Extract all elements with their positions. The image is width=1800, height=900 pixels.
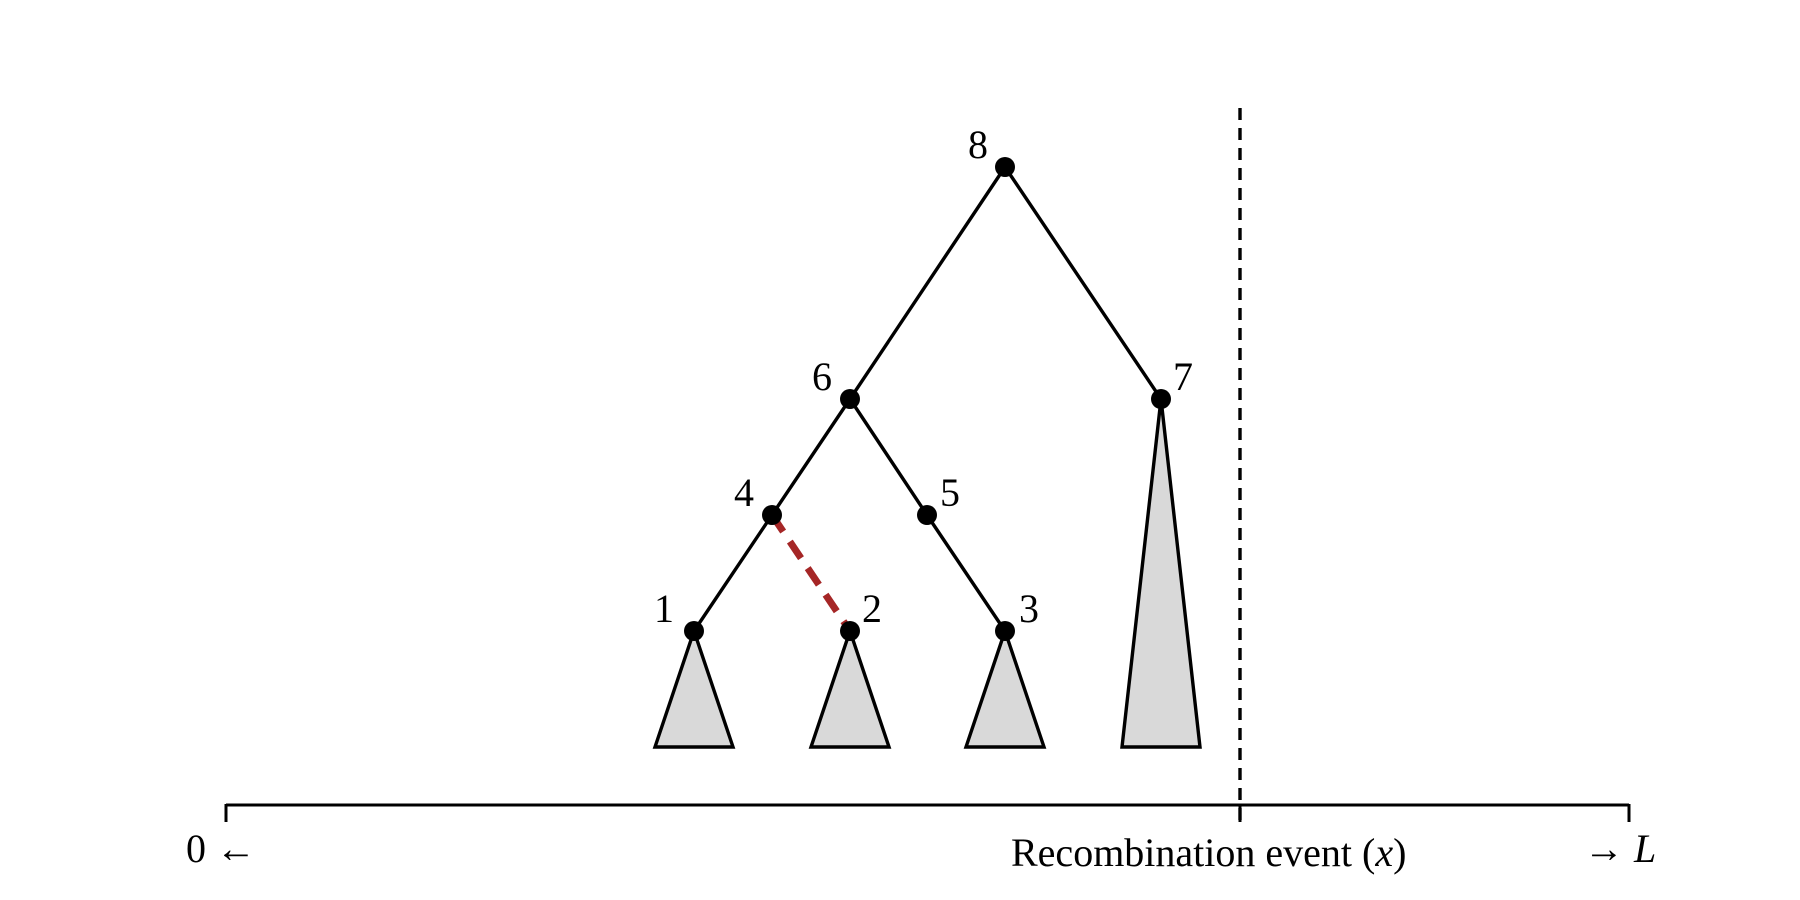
node-label-3: 3 bbox=[1019, 586, 1039, 631]
node-7 bbox=[1151, 389, 1171, 409]
tree-nodes bbox=[684, 157, 1171, 641]
subtrees bbox=[652, 398, 1202, 749]
event-label-var: x bbox=[1374, 830, 1393, 875]
edge-8-6 bbox=[848, 165, 1007, 401]
edge-4-1 bbox=[692, 513, 774, 633]
node-6 bbox=[840, 389, 860, 409]
axis-right-label: →L bbox=[1584, 826, 1656, 871]
node-8 bbox=[995, 157, 1015, 177]
axis-right-arrow: → bbox=[1584, 826, 1624, 871]
node-label-8: 8 bbox=[968, 122, 988, 167]
edge-6-4 bbox=[770, 397, 852, 517]
node-label-4: 4 bbox=[734, 470, 754, 515]
edge-5-3 bbox=[925, 513, 1007, 633]
node-label-6: 6 bbox=[812, 354, 832, 399]
edge-4-2-highlighted bbox=[769, 513, 853, 633]
node-3 bbox=[995, 621, 1015, 641]
node-label-7: 7 bbox=[1173, 354, 1193, 399]
subtree-below-3 bbox=[963, 625, 1047, 749]
node-label-1: 1 bbox=[654, 586, 674, 631]
axis-left-label: 0 ← bbox=[186, 826, 256, 871]
genome-axis: 0 ← →L Recombination event (x) bbox=[186, 803, 1656, 875]
node-4 bbox=[762, 505, 782, 525]
subtree-below-7 bbox=[1120, 398, 1202, 749]
tree-edges bbox=[692, 165, 1163, 633]
node-label-2: 2 bbox=[862, 586, 882, 631]
node-2 bbox=[840, 621, 860, 641]
subtree-below-1 bbox=[652, 625, 736, 749]
node-5 bbox=[917, 505, 937, 525]
event-label-end: ) bbox=[1393, 830, 1406, 875]
node-labels: 8 6 7 4 5 1 2 3 bbox=[654, 122, 1193, 631]
subtree-below-2 bbox=[808, 625, 892, 749]
edge-8-7 bbox=[1003, 165, 1163, 401]
event-label-main: Recombination event ( bbox=[1011, 830, 1375, 875]
node-label-5: 5 bbox=[940, 470, 960, 515]
node-1 bbox=[684, 621, 704, 641]
edge-6-5 bbox=[848, 397, 929, 517]
recombination-event-label: Recombination event (x) bbox=[1011, 830, 1406, 875]
axis-right-var: L bbox=[1633, 826, 1656, 871]
